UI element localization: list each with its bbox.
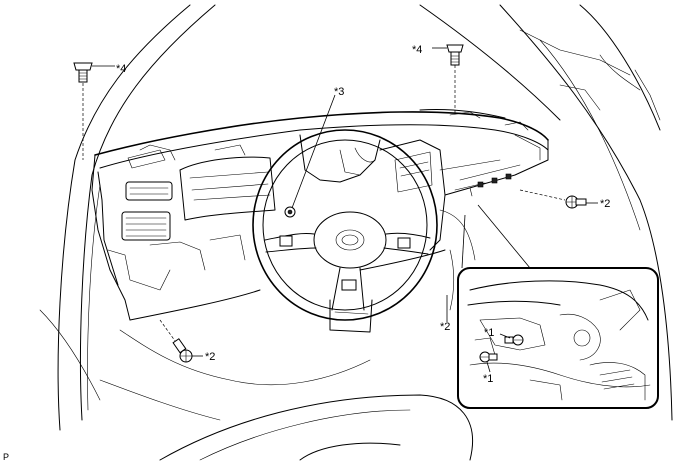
detail-lower-callout: *1 [483, 373, 493, 385]
steering-wheel-screw [284, 94, 336, 218]
screw-lower-left-callout: *2 [205, 351, 215, 363]
detail-upper-callout: *1 [484, 327, 494, 339]
steering-wheel-callout: *3 [334, 86, 344, 98]
instrument-panel [91, 108, 549, 321]
bolt-top-right [432, 44, 464, 115]
vehicle-body-frame [57, 4, 673, 431]
bolt-top-left [73, 62, 115, 160]
screw-lower-left [159, 319, 203, 363]
bolt-top-left-callout: *4 [116, 63, 126, 75]
detail-inset [457, 204, 659, 409]
bolt-top-right-callout: *4 [412, 44, 422, 56]
illustration-code: P [3, 452, 9, 462]
steering-wheel [252, 129, 438, 333]
floor-and-seat [39, 309, 474, 461]
screw-right [519, 189, 598, 209]
screw-center-callout: *2 [440, 321, 450, 333]
screw-right-callout: *2 [600, 198, 610, 210]
